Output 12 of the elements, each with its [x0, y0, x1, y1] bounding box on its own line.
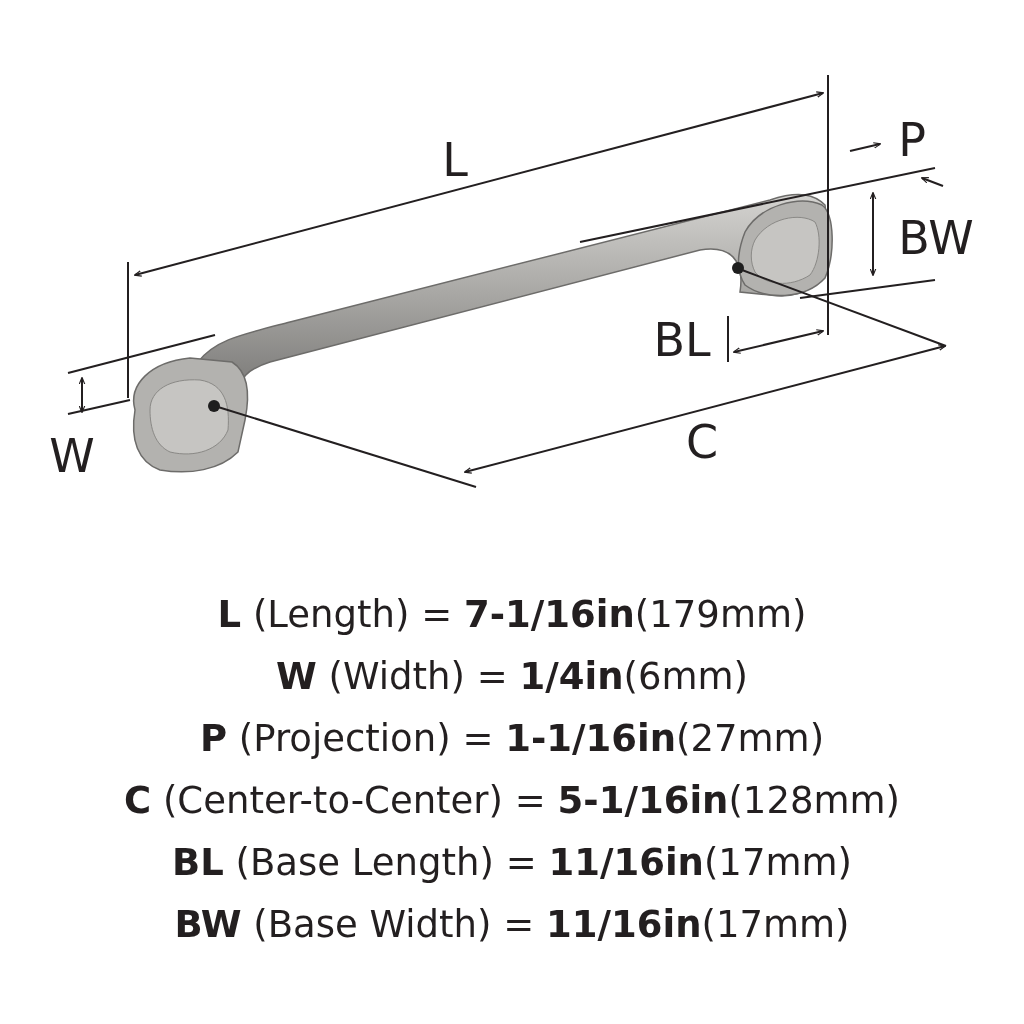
dimension-spec-line: BL (Base Length) = 11/16in(17mm) — [171, 841, 853, 885]
dimension-spec-line: W (Width) = 1/4in(6mm) — [275, 655, 749, 699]
dimension-letter: L — [442, 137, 468, 183]
dimension-letter: W — [49, 433, 95, 479]
dimension-letter: C — [685, 419, 719, 465]
dimension-letter: BL — [653, 317, 711, 363]
dimension-spec-line: C (Center-to-Center) = 5-1/16in(128mm) — [123, 779, 901, 823]
dimension-spec-line: L (Length) = 7-1/16in(179mm) — [216, 593, 808, 637]
dimension-letter: P — [898, 117, 926, 163]
dimension-spec-line: P (Projection) = 1-1/16in(27mm) — [198, 717, 826, 761]
dimension-spec-line: BW (Base Width) = 11/16in(17mm) — [173, 903, 851, 947]
dimension-letter: BW — [898, 215, 974, 261]
